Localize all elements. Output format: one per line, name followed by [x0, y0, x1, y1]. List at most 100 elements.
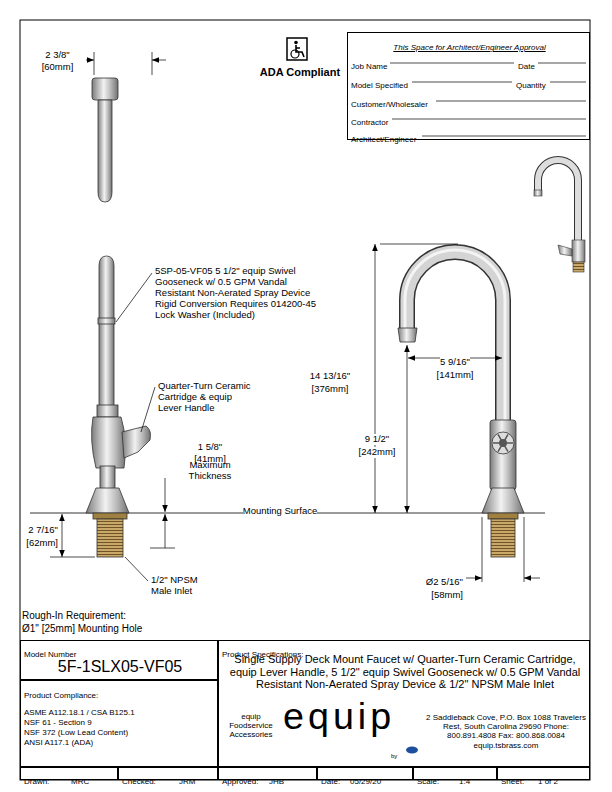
text-slot: Scale: [417, 770, 463, 788]
text-slot: NSF 372 (Low Lead Content) [24, 721, 214, 739]
text-slot: MRC [71, 770, 117, 788]
faucet-side-view [97, 519, 123, 557]
approval-lines [412, 82, 512, 83]
faucet-front-view [398, 250, 524, 557]
node-text: MRC [71, 777, 89, 786]
text-slot: Drawn: [24, 770, 70, 788]
dimension-lines [62, 514, 63, 557]
dimension-lines [86, 52, 166, 75]
label-text: Mounting Surface [243, 506, 317, 517]
text-slot: Single Supply Deck Mount Faucet w/ Quart… [225, 653, 585, 691]
faucet-side-view [122, 426, 151, 458]
node-text: Drawn: [24, 777, 49, 786]
node-text: Customer/Wholesaler [351, 100, 428, 109]
faucet-side-view [99, 256, 114, 410]
text-slot: 1 5/8" [185, 436, 235, 454]
text-slot: 2 Saddleback Cove, P.O. Box 1088 Travele… [425, 713, 587, 750]
label-text: Maximum Thickness [185, 460, 235, 482]
faucet-thumbnail [573, 262, 584, 272]
node-text: Date [518, 62, 535, 71]
leader-lines [116, 273, 155, 581]
label-text: 1 5/8" [198, 442, 223, 453]
node-text: ANSI A117.1 (ADA) [24, 738, 93, 747]
faucet-front-view [407, 252, 503, 425]
text-slot: 5SP-05-VF05 5 1/2" equip Swivel Goosenec… [155, 266, 317, 321]
faucet-front-view [493, 434, 513, 451]
text-slot: [58mm] [400, 584, 463, 602]
node-text: JHB [269, 777, 284, 786]
faucet-front-view [405, 250, 505, 425]
text-slot: 2 3/8" [30, 44, 85, 62]
title-cell: Drawn:MRC [20, 767, 118, 780]
node-text: 5F-1SLX05-VF05 [58, 658, 183, 676]
dimension-lines [466, 578, 482, 579]
text-slot: [141mm] [428, 364, 482, 382]
text-slot: [62mm] [16, 532, 58, 550]
node-text: Quantity [516, 81, 546, 90]
node-text: Model Specified [351, 81, 408, 90]
model-number-box: Model Number5F-1SLX05-VF05 [20, 640, 218, 680]
ada-icon [291, 50, 299, 58]
text-slot: 1/2" NPSM Male Inlet [151, 575, 213, 597]
faucet-thumbnail [538, 160, 578, 242]
sheet-frame [20, 20, 590, 780]
faucet-side-view [92, 417, 126, 468]
faucet-thumbnail [558, 245, 572, 256]
label-text: [242mm] [359, 447, 396, 458]
leader-lines [125, 557, 148, 581]
faucet-front-view [488, 513, 518, 519]
text-slot: 1 of 2 [538, 770, 589, 788]
title-cell: Checked:JRM [118, 767, 218, 780]
dimension-lines [375, 244, 376, 513]
faucet-thumbnail [534, 160, 585, 272]
dimension-lines [482, 517, 483, 582]
top-view [98, 100, 112, 202]
approval-lines [392, 119, 586, 120]
title-cell: Scale:1:4 [413, 767, 497, 780]
text-slot: equip [283, 698, 395, 736]
faucet-thumbnail [534, 190, 542, 196]
node-text: Scale: [417, 777, 439, 786]
dimension-lines [86, 60, 94, 61]
dimension-lines [150, 548, 175, 549]
node-text: Date: [321, 777, 340, 786]
approval-lines [422, 136, 586, 137]
faucet-thumbnail [538, 160, 578, 242]
faucet-front-view [398, 328, 417, 342]
top-view [92, 78, 118, 100]
faucet-front-view [499, 439, 507, 447]
node-text: This Space for Architect/Engineer Approv… [393, 43, 545, 52]
node-text: Product Compliance: [24, 691, 98, 700]
ada-icon [287, 38, 307, 60]
text-slot: Ø1" [25mm] Mounting Hole [22, 618, 212, 636]
text-slot: Rough-In Requirement: [22, 605, 192, 623]
faucet-side-view [97, 405, 118, 417]
dimension-lines [94, 52, 95, 75]
text-slot: Job Name [351, 55, 431, 73]
faucet-side-view [93, 513, 127, 519]
text-slot: NSF 61 - Section 9 [24, 711, 214, 729]
compliance-box: Product Compliance: ASME A112.18.1 / CSA … [20, 680, 218, 767]
node-text: Job Name [351, 62, 387, 71]
text-slot: Quarter-Turn Ceramic Cartridge & equip L… [158, 381, 251, 414]
text-slot: ADA Compliant [245, 62, 355, 80]
node-text: 1 of 2 [538, 777, 558, 786]
text-slot: JRM [179, 770, 217, 788]
dimension-lines [165, 514, 166, 548]
node-text: Checked: [122, 777, 156, 786]
text-slot: Maximum Thickness [185, 460, 235, 482]
text-slot: ASME A112.18.1 / CSA B125.1 [24, 701, 214, 719]
text-slot: Product Compliance: [24, 684, 174, 702]
dimension-lines [524, 578, 540, 579]
node-text: ASME A112.18.1 / CSA B125.1 [24, 708, 135, 717]
text-slot: Ø2 5/16" [400, 571, 463, 589]
dimension-lines [152, 60, 166, 61]
label-text: 2 7/16" [28, 525, 58, 536]
faucet-front-view [492, 432, 514, 454]
text-slot: JHB [269, 770, 316, 788]
faucet-side-view [86, 256, 151, 557]
text-slot: Approved: [222, 770, 268, 788]
label-text: 2 3/8" [45, 50, 70, 61]
label-text: [58mm] [431, 590, 463, 601]
top-view [92, 78, 118, 202]
